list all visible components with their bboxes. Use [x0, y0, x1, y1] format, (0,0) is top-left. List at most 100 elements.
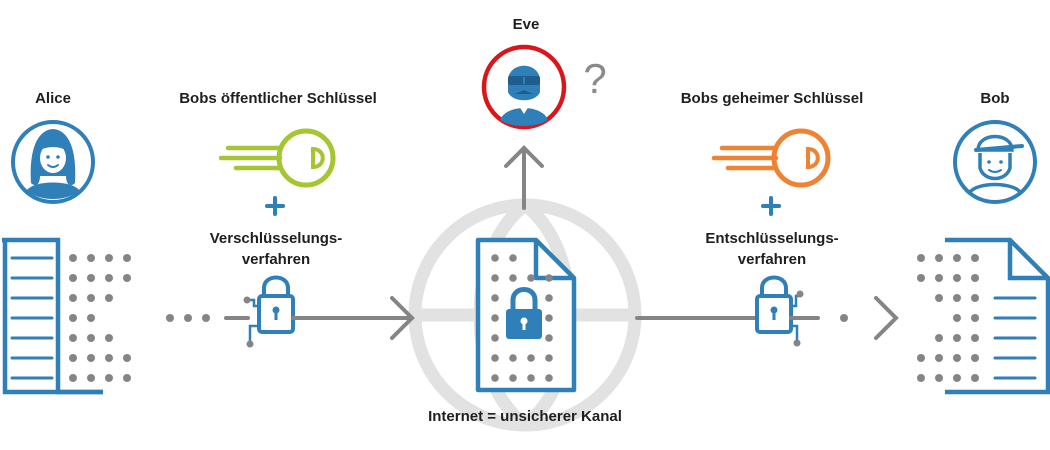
decryption-label-line1: Entschlüsselungs-: [705, 230, 839, 247]
dot: [971, 254, 979, 262]
dot: [105, 374, 113, 382]
dot: [527, 274, 535, 282]
dot: [491, 374, 499, 382]
dot: [545, 274, 553, 282]
bob-label: Bob: [980, 90, 1010, 107]
encryption-label-line1: Verschlüsselungs-: [209, 230, 343, 247]
dot: [69, 274, 77, 282]
dot: [87, 294, 95, 302]
dot: [953, 274, 961, 282]
dot: [105, 334, 113, 342]
dot: [971, 314, 979, 322]
dot: [545, 374, 553, 382]
dot: [935, 354, 943, 362]
dot: [491, 254, 499, 262]
dot: [105, 294, 113, 302]
encryption-label-line2: verfahren: [241, 251, 311, 268]
dot: [491, 314, 499, 322]
dot: [953, 294, 961, 302]
plus-left-icon: [265, 196, 285, 216]
dot: [953, 354, 961, 362]
dot: [509, 374, 517, 382]
dot: [69, 374, 77, 382]
dot: [545, 314, 553, 322]
dot: [123, 374, 131, 382]
encryption-lock-icon: [224, 275, 295, 348]
dot: [527, 354, 535, 362]
bob-avatar-icon: [953, 120, 1037, 204]
dot: [953, 254, 961, 262]
plus-right-icon: [761, 196, 781, 216]
dot: [491, 294, 499, 302]
dot: [69, 354, 77, 362]
dot: [491, 334, 499, 342]
dot: [123, 354, 131, 362]
dot: [953, 334, 961, 342]
dot: [69, 334, 77, 342]
dot: [491, 274, 499, 282]
dot: [105, 274, 113, 282]
dot: [87, 314, 95, 322]
eve-label: Eve: [512, 16, 540, 33]
dot: [69, 294, 77, 302]
dot: [69, 314, 77, 322]
decryption-method-label: Entschlüsselungs- verfahren: [705, 228, 838, 270]
public-key-icon: [218, 128, 336, 188]
dot: [509, 354, 517, 362]
dot: [935, 374, 943, 382]
dot: [545, 354, 553, 362]
dot: [971, 374, 979, 382]
center-lock-icon: [506, 287, 542, 339]
dot: [527, 374, 535, 382]
dot: [509, 254, 517, 262]
eve-avatar-icon: [481, 44, 567, 130]
dot: [87, 354, 95, 362]
ciphertext-dots: [491, 254, 553, 382]
dot: [87, 254, 95, 262]
dot: [935, 294, 943, 302]
plaintext-document-icon: [2, 237, 103, 395]
dot: [917, 254, 925, 262]
dot: [123, 254, 131, 262]
arrow-to-eve: [504, 145, 544, 210]
decryption-label-line2: verfahren: [737, 251, 807, 268]
secret-key-label: Bobs geheimer Schlüssel: [680, 90, 864, 107]
dot: [87, 334, 95, 342]
question-mark: ?: [583, 55, 607, 102]
public-key-label: Bobs öffentlicher Schlüssel: [179, 90, 377, 107]
decrypted-document-icon: [945, 237, 1050, 395]
dot: [971, 354, 979, 362]
dot: [105, 354, 113, 362]
dot: [69, 254, 77, 262]
dot: [917, 274, 925, 282]
arrow-to-bob: [874, 296, 899, 340]
dot: [123, 274, 131, 282]
secret-key-icon: [711, 128, 831, 188]
dot: [953, 374, 961, 382]
flow-dots-left: [166, 314, 210, 322]
dot: [545, 294, 553, 302]
dot: [509, 274, 517, 282]
dot: [971, 274, 979, 282]
dot: [971, 334, 979, 342]
dot: [971, 294, 979, 302]
dot: [953, 314, 961, 322]
dot: [935, 334, 943, 342]
alice-label: Alice: [35, 90, 71, 107]
decryption-lock-icon: [755, 275, 820, 347]
flow-dots-right: [840, 314, 848, 322]
internet-label: Internet = unsicherer Kanal: [428, 408, 622, 425]
dot: [935, 254, 943, 262]
dot: [935, 274, 943, 282]
alice-avatar-icon: [11, 120, 95, 204]
dot: [105, 254, 113, 262]
arrow-to-internet: [291, 296, 415, 340]
dot: [87, 374, 95, 382]
plaintext-dots: [69, 254, 131, 382]
dot: [917, 374, 925, 382]
decrypted-dots: [917, 254, 979, 382]
dot: [545, 334, 553, 342]
dot: [917, 354, 925, 362]
dot: [491, 354, 499, 362]
dot: [87, 274, 95, 282]
